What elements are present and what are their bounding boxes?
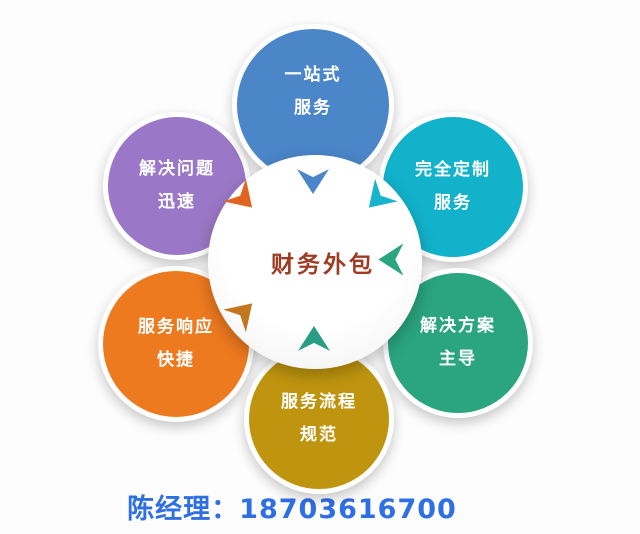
petal-service-response-label: 服务响应 快捷	[138, 311, 214, 377]
petal-label-line1: 服务流程	[281, 391, 357, 412]
petal-label-line2: 主导	[439, 349, 477, 369]
petal-one-stop-service-label: 一站式 服务	[285, 59, 342, 151]
petal-label-line1: 解决问题	[139, 158, 215, 179]
contact-info: 陈经理：18703616700	[127, 494, 457, 525]
petal-label-line2: 服务	[434, 193, 472, 213]
petal-fully-customized-label: 完全定制 服务	[415, 154, 491, 220]
arrow-from-top-icon	[297, 169, 329, 196]
petal-label-line1: 完全定制	[415, 159, 491, 180]
petal-label-line2: 快捷	[157, 350, 195, 370]
petal-label-line1: 解决方案	[420, 315, 496, 336]
petal-solution-led-label: 解决方案 主导	[420, 310, 496, 376]
arrow-from-bottom-icon	[298, 324, 330, 351]
center-label: 财务外包	[271, 252, 375, 278]
arrow-from-bottom-left-icon	[223, 291, 265, 333]
petal-label-line2: 迅速	[158, 192, 196, 212]
arrow-from-top-left-icon	[223, 178, 265, 221]
arrow-from-top-right-icon	[356, 178, 398, 221]
petal-label-line2: 服务	[294, 98, 332, 118]
arrow-from-right-icon	[377, 243, 404, 276]
petal-service-process: 服务流程 规范	[244, 344, 394, 494]
petal-service-process-label: 服务流程 规范	[281, 386, 357, 452]
petal-problem-solving-label: 解决问题 迅速	[139, 153, 215, 219]
petal-label-line1: 一站式	[284, 64, 342, 85]
petal-label-line2: 规范	[300, 425, 338, 445]
petal-label-line1: 服务响应	[138, 316, 214, 337]
